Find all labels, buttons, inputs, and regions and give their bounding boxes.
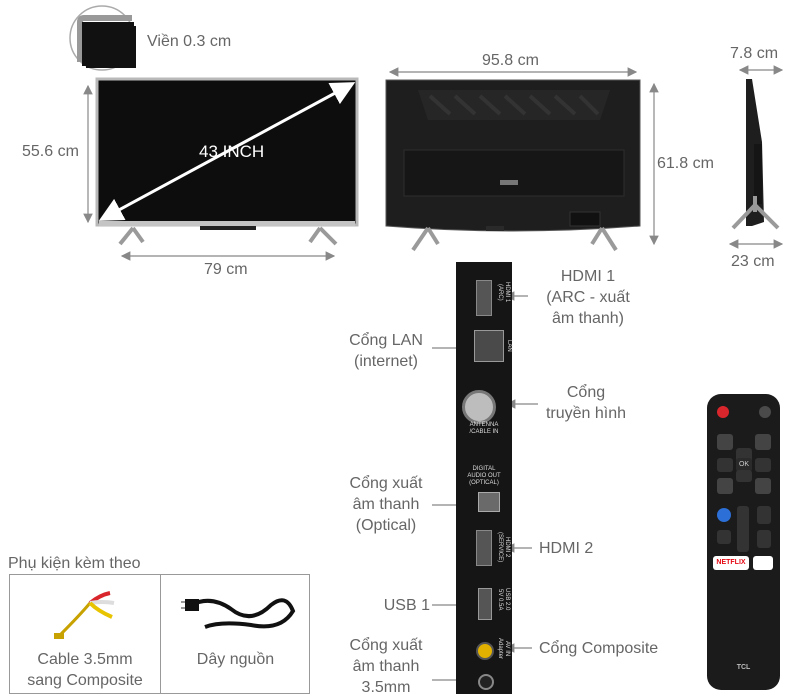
antenna-print: ANTENNA /CABLE IN [469,422,499,435]
channel-up[interactable] [757,506,771,524]
accessory-power-cord: Dây nguồn [160,575,310,693]
bezel-zoom-circle [69,5,136,71]
usb-port[interactable] [478,588,492,620]
av-cable-label: Cable 3.5mm sang Composite [27,651,143,689]
port-panel: HDMI 1 (ARC) LAN ANTENNA /CABLE IN DIGIT… [456,262,512,694]
audio35-label: Cổng xuất âm thanh 3.5mm [349,637,423,696]
hdmi1-port[interactable] [476,280,492,316]
assistant-button[interactable] [717,508,731,522]
hdmi2-print: HDMI 2 (SERVICE) [497,532,510,563]
tv-side-view [731,79,780,230]
accessory-av-cable: Cable 3.5mm sang Composite [10,575,160,693]
lan-port[interactable] [474,330,504,362]
dpad-left[interactable] [717,458,733,472]
accessories-box: Cable 3.5mm sang Composite Dây nguồn [9,574,310,694]
remote-key-2[interactable] [755,434,771,450]
remote-key-3[interactable] [717,478,733,494]
remote-key-4[interactable] [755,478,771,494]
front-width-label: 79 cm [204,261,248,278]
accessories-title: Phụ kiện kèm theo [8,555,141,572]
ok-button[interactable]: OK [736,458,752,472]
optical-print: DIGITAL AUDIO OUT (OPTICAL) [467,466,501,486]
back-width-label: 95.8 cm [482,52,539,69]
side-depth-label: 7.8 cm [730,45,779,62]
audio35-port[interactable] [478,674,494,690]
lan-label: Cổng LAN (internet) [349,332,423,370]
usb-label: USB 1 [383,597,430,614]
side-stand-label: 23 cm [731,253,775,270]
hdmi1-print: HDMI 1 (ARC) [497,282,510,303]
dpad-right[interactable] [755,458,771,472]
antenna-label: Cổng truyền hình [545,384,627,422]
composite-port[interactable] [476,642,494,660]
hdmi1-label: HDMI 1 (ARC - xuất âm thanh) [546,268,630,327]
brand-logo: TCL [736,664,751,671]
optical-port[interactable] [478,492,500,512]
input-button[interactable] [717,530,731,544]
front-height-label: 55.6 cm [22,143,79,160]
diagonal-label: 43 INCH [199,142,265,161]
channel-down[interactable] [757,530,771,548]
dpad-down[interactable] [736,470,752,482]
settings-button[interactable] [759,406,771,418]
composite-print: AV IN Adapter [497,638,510,660]
av-cable-icon [54,591,115,639]
optical-label: Cổng xuất âm thanh (Optical) [349,475,423,534]
back-height-label: 61.8 cm [657,155,714,172]
netflix-button[interactable]: NETFLIX [713,556,749,570]
remote-control: OK NETFLIX TCL [707,394,780,690]
remote-key-1[interactable] [717,434,733,450]
antenna-port[interactable] [462,390,496,424]
composite-label: Cổng Composite [539,640,659,657]
lan-print: LAN [506,340,512,352]
hdmi2-port[interactable] [476,530,492,566]
diagonal-arrow [98,82,356,221]
tv-back-view [385,79,641,252]
hdmi2-label: HDMI 2 [539,540,594,557]
power-cord-icon [181,598,296,629]
power-cord-label: Dây nguồn [196,651,275,668]
bezel-label: Viền 0.3 cm [147,33,232,50]
app-button[interactable] [753,556,773,570]
volume-rocker[interactable] [737,506,749,552]
power-button[interactable] [717,406,729,418]
usb-print: USB 2.0 5V 0.5A [497,588,510,611]
